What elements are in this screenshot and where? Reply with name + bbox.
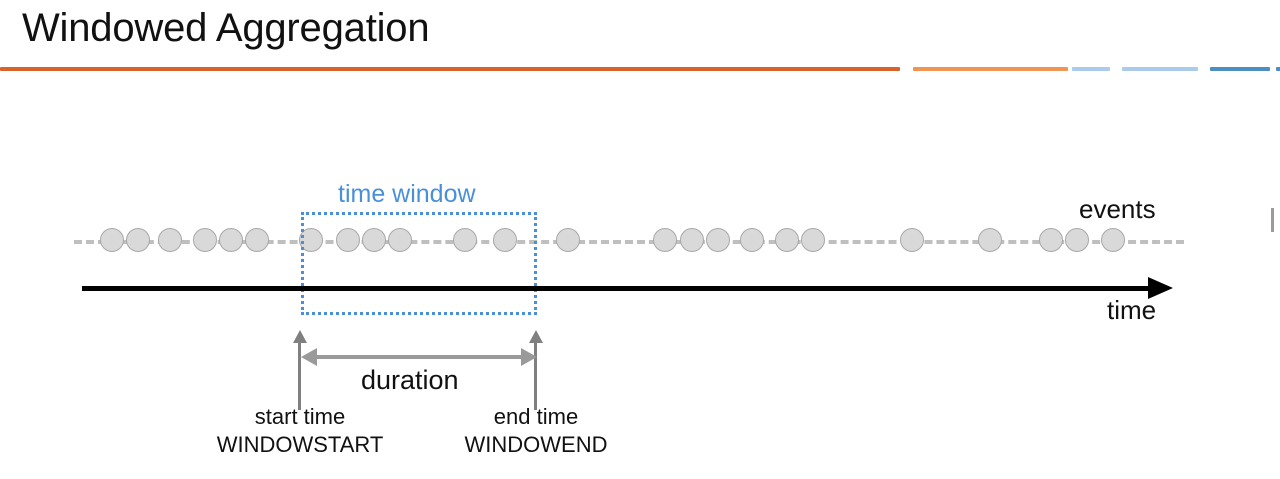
end-time-caption-line1: end time [493,404,579,429]
time-axis-label: time [1107,295,1157,325]
duration-line [314,355,524,359]
events-axis-label: events [1079,194,1156,224]
start-time-caption-line2: WINDOWSTART [216,432,384,458]
event-dot [556,228,580,252]
event-dot [1039,228,1063,252]
segment-blue-dark-1 [1210,67,1270,71]
event-stream-baseline [74,240,1184,244]
duration-label: duration [361,365,459,395]
duration-arrow-left-icon [301,348,317,366]
event-dot [362,228,386,252]
event-dot [740,228,764,252]
segment-blue-pale-1 [1072,67,1110,71]
event-dot [158,228,182,252]
segment-blue-dark-2 [1276,67,1280,71]
end-time-caption-line2: WINDOWEND [464,432,608,458]
event-dot [680,228,704,252]
start-time-caption: start time WINDOWSTART [152,403,448,459]
page-title: Windowed Aggregation [22,6,430,50]
clipped-edge-fragment [1271,208,1274,232]
end-time-marker-arrow-icon [529,330,543,343]
duration-arrow-right-icon [521,348,537,366]
start-time-marker-arrow-icon [293,330,307,343]
event-dot [706,228,730,252]
time-axis-line [82,286,1157,291]
start-time-caption-line1: start time [254,404,346,429]
event-dot [336,228,360,252]
event-dot [1101,228,1125,252]
time-window-label: time window [338,180,476,208]
time-window-box [301,212,537,315]
time-axis-arrow-icon [1148,277,1173,299]
event-dot [978,228,1002,252]
event-dot [193,228,217,252]
event-dot [493,228,517,252]
event-dot [900,228,924,252]
event-dot [775,228,799,252]
segment-orange-light [913,67,1068,71]
event-dot [219,228,243,252]
event-dot [388,228,412,252]
event-dot [453,228,477,252]
event-dot [1065,228,1089,252]
event-dot [100,228,124,252]
event-dot [801,228,825,252]
event-dot [653,228,677,252]
segment-orange-dark [0,67,900,71]
end-time-caption: end time WINDOWEND [388,403,684,459]
start-time-marker-stem [298,342,301,410]
end-time-marker-stem [534,342,537,410]
event-dot [245,228,269,252]
segment-blue-pale-2 [1122,67,1198,71]
event-dot [126,228,150,252]
